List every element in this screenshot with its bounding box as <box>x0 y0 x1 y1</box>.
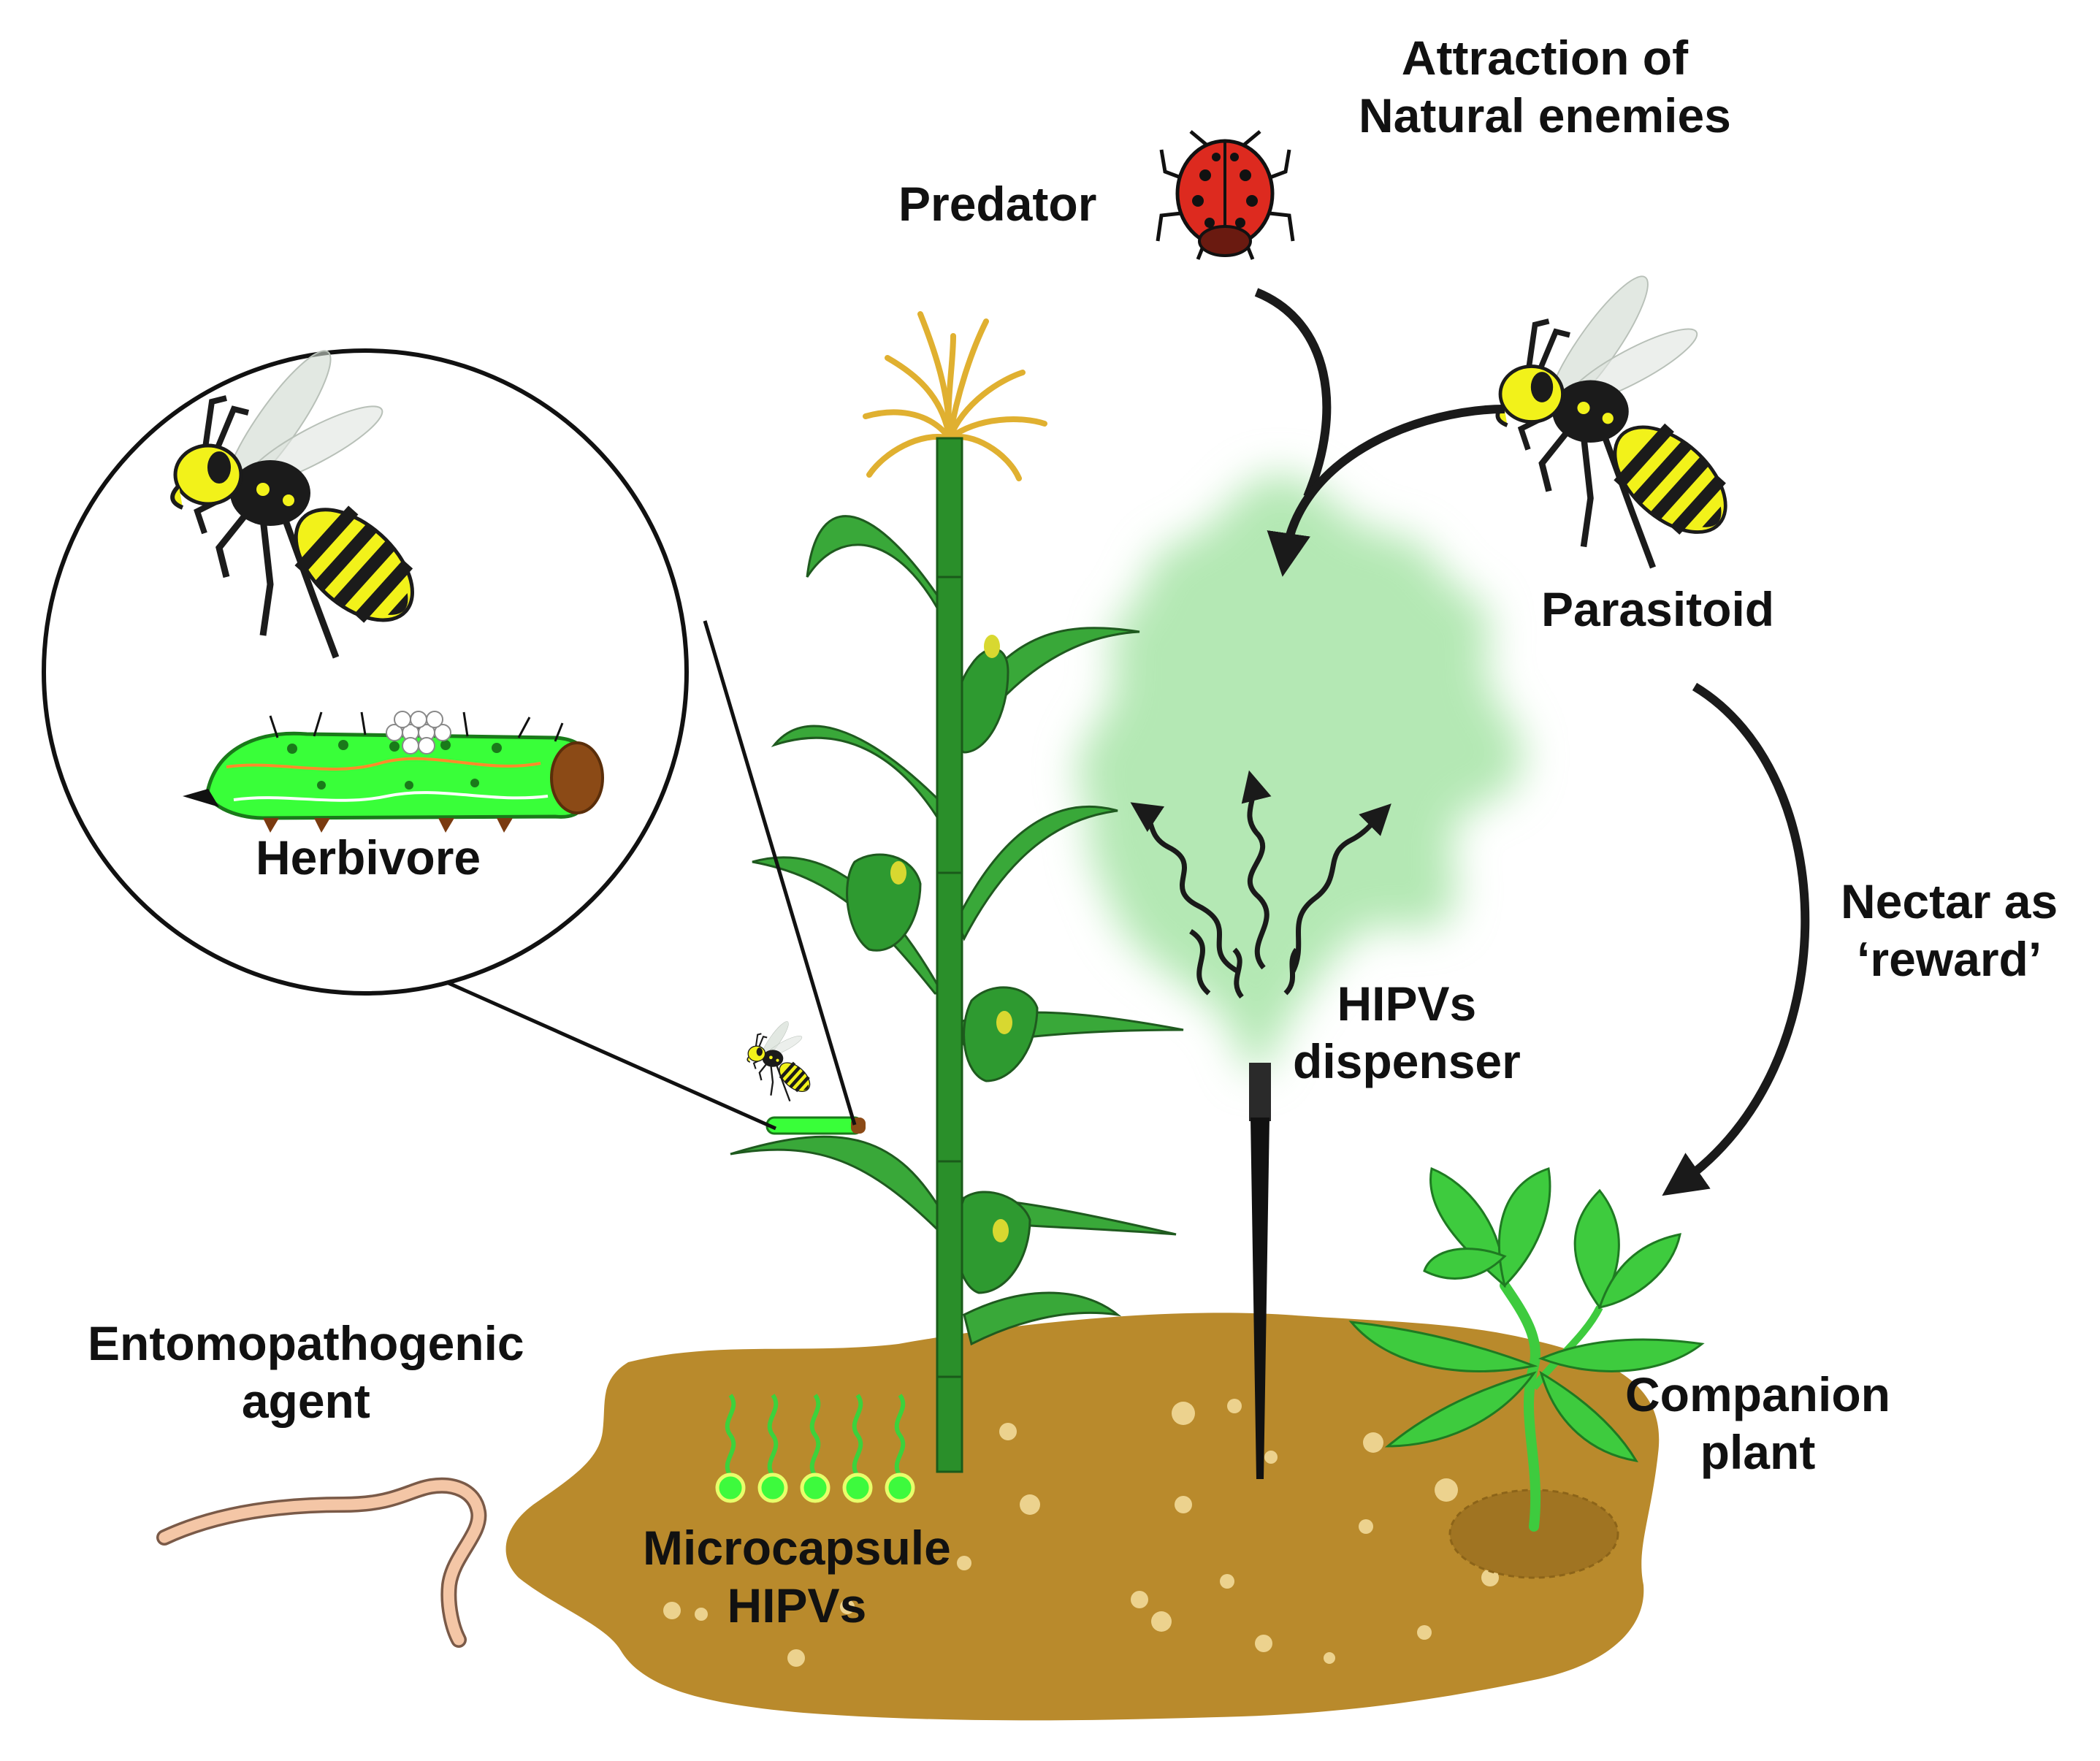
herbivore-label: Herbivore <box>256 830 481 885</box>
entomopathogenic-line-2: agent <box>241 1374 370 1429</box>
maize-ear <box>846 853 922 952</box>
maize-ear <box>955 1191 1031 1294</box>
hipv-volatile-cloud <box>1077 474 1524 1074</box>
companion-line-1: Companion <box>1625 1367 1890 1421</box>
dispenser-line-1: HIPVs <box>1337 977 1477 1031</box>
maize-leaf <box>963 1291 1122 1346</box>
nectar-line-2: ‘reward’ <box>1857 932 2042 987</box>
microcapsule-hipv-beads <box>715 1394 915 1503</box>
nectar-line-1: Nectar as <box>1841 874 2058 928</box>
ladybug-predator <box>1156 130 1295 260</box>
companion-plant-label: Companion plant <box>1625 1366 1890 1481</box>
dispenser-line-2: dispenser <box>1293 1034 1521 1089</box>
microcapsule-hipvs-label: Microcapsule HIPVs <box>643 1519 951 1635</box>
maize-leaf <box>806 515 944 618</box>
zoom-callout <box>42 348 857 1131</box>
hipv-emission-arrows <box>1130 770 1391 999</box>
maize-leaf <box>955 805 1118 941</box>
maize-tassel <box>863 311 1047 481</box>
microcapsule-line-1: Microcapsule <box>643 1521 951 1575</box>
nectar-reward-label: Nectar as ‘reward’ <box>1841 873 2058 988</box>
nectar-reward-arrow <box>1662 682 1810 1196</box>
parasitoid-label: Parasitoid <box>1541 582 1775 636</box>
small-parasitoid-on-host <box>747 1017 866 1135</box>
companion-plant <box>1348 1166 1705 1532</box>
hipvs-dispenser-label: HIPVs dispenser <box>1293 975 1521 1090</box>
soil-ground <box>505 1313 1660 1721</box>
attraction-line-1: Attraction of <box>1401 31 1689 85</box>
parasitoid-attraction-arrow <box>1267 405 1505 577</box>
predator-attraction-arrow <box>1254 288 1332 499</box>
hipv-dispenser-stake <box>1251 1118 1269 1479</box>
hipv-dispenser-tube <box>1249 1063 1271 1121</box>
maize-stalk <box>936 437 963 1473</box>
attraction-natural-enemies-label: Attraction of Natural enemies <box>1359 29 1731 145</box>
caterpillar-herbivore <box>183 711 604 833</box>
parasitoid-wasp-right <box>1497 266 1744 568</box>
microcapsule-line-2: HIPVs <box>727 1578 867 1633</box>
companion-line-2: plant <box>1700 1425 1816 1480</box>
maize-leaf <box>730 1135 944 1237</box>
maize-ear <box>963 986 1039 1082</box>
maize-plant <box>730 311 1184 1473</box>
predator-label: Predator <box>898 177 1097 231</box>
entomopathogenic-line-1: Entomopathogenic <box>88 1316 524 1370</box>
maize-leaf <box>771 725 944 830</box>
entomopathogenic-agent-label: Entomopathogenic agent <box>88 1315 524 1430</box>
attraction-line-2: Natural enemies <box>1359 88 1731 143</box>
